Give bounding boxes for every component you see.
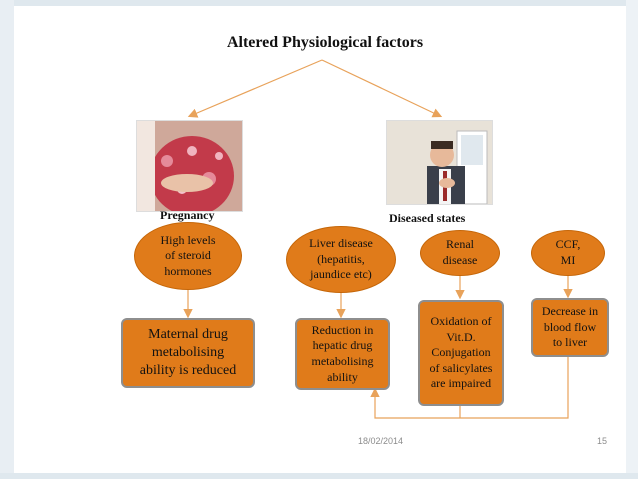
bottom-border	[0, 473, 638, 479]
pregnancy-result-box: Maternal drug metabolising ability is re…	[121, 318, 255, 388]
ccf-mi-oval: CCF, MI	[531, 230, 605, 276]
arrow-to-pregnancy	[187, 59, 323, 118]
diseased-photo	[386, 120, 493, 205]
top-border	[0, 0, 638, 6]
feedback-connector	[370, 357, 569, 419]
arrow-to-diseased	[321, 59, 443, 118]
pregnancy-oval: High levels of steroid hormones	[134, 222, 242, 290]
pregnancy-photo	[136, 120, 243, 212]
ccf-result-box: Decrease in blood flow to liver	[531, 298, 609, 357]
footer-page-number: 15	[597, 436, 608, 446]
pregnancy-label: Pregnancy	[160, 208, 215, 222]
liver-disease-oval: Liver disease (hepatitis, jaundice etc)	[286, 226, 396, 293]
slide-title: Altered Physiological factors	[226, 34, 424, 51]
right-border	[626, 0, 638, 479]
liver-result-box: Reduction in hepatic drug metabolising a…	[295, 318, 390, 390]
left-border	[0, 0, 14, 479]
renal-disease-oval: Renal disease	[420, 230, 500, 276]
footer-date: 18/02/2014	[358, 436, 404, 446]
diseased-states-label: Diseased states	[389, 211, 466, 225]
renal-result-box: Oxidation of Vit.D. Conjugation of salic…	[418, 300, 504, 406]
